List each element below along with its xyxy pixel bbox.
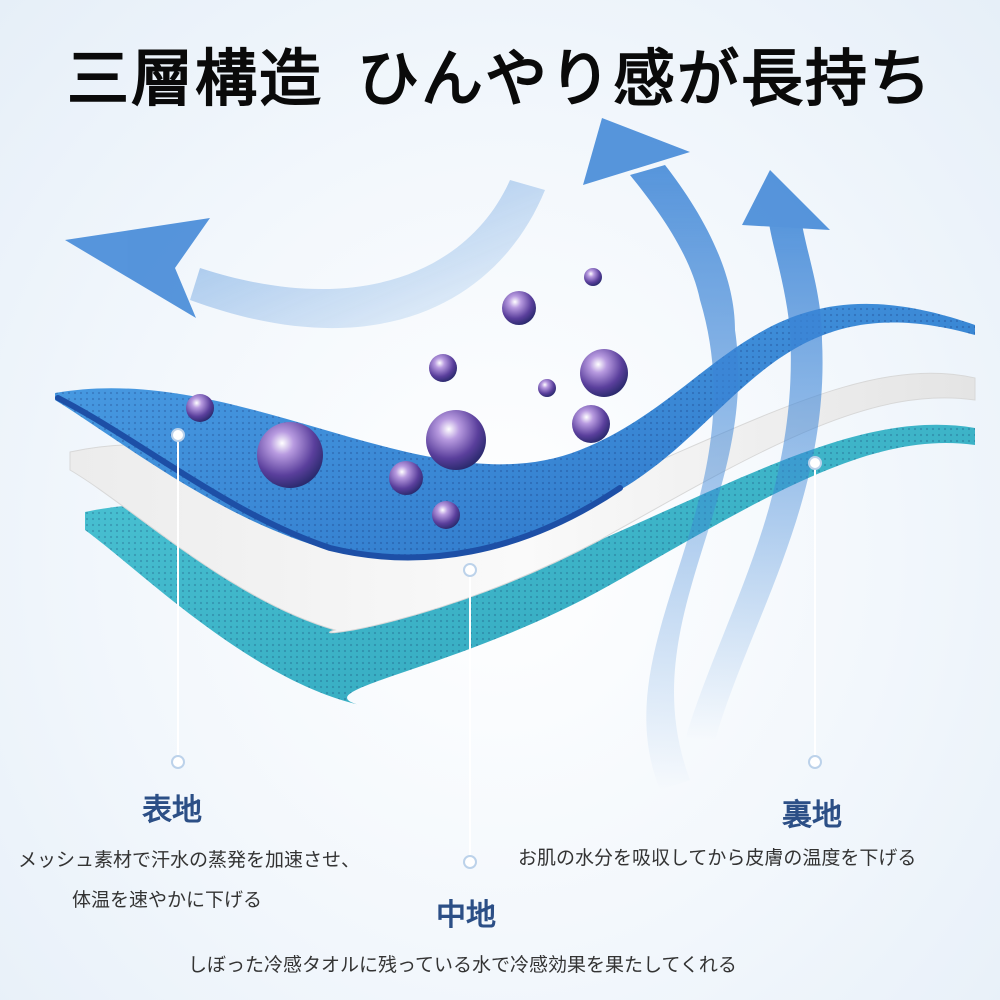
inner-layer-title: 裏地 bbox=[782, 798, 842, 833]
leader-dot-inner-bottom bbox=[808, 755, 822, 769]
middle-layer-desc: しぼった冷感タオルに残っている水で冷感効果を果たしてくれる bbox=[188, 954, 737, 976]
water-droplets bbox=[186, 268, 628, 529]
airflow-arrow-center bbox=[583, 118, 739, 790]
leader-dot-outer-top bbox=[171, 428, 185, 442]
outer-layer bbox=[55, 303, 975, 561]
outer-layer-desc-line2: 体温を速やかに下げる bbox=[72, 889, 263, 911]
droplet-4 bbox=[426, 410, 486, 470]
droplet-11 bbox=[572, 405, 610, 443]
droplet-6 bbox=[432, 501, 460, 529]
leader-dot-inner-top bbox=[808, 456, 822, 470]
inner-layer-desc: お肌の水分を吸収してから皮膚の温度を下げる bbox=[518, 847, 917, 869]
droplet-3 bbox=[429, 354, 457, 382]
droplet-5 bbox=[389, 461, 423, 495]
airflow-arrow-left bbox=[65, 180, 545, 329]
middle-layer-title: 中地 bbox=[436, 898, 496, 933]
outer-layer-title: 表地 bbox=[142, 793, 202, 828]
airflow-arrow-right bbox=[685, 170, 830, 740]
droplet-10 bbox=[538, 379, 556, 397]
droplet-8 bbox=[584, 268, 602, 286]
droplet-2 bbox=[257, 422, 323, 488]
leader-dot-middle-bottom bbox=[463, 855, 477, 869]
leader-dot-outer-bottom bbox=[171, 755, 185, 769]
droplet-1 bbox=[186, 394, 214, 422]
droplet-9 bbox=[580, 349, 628, 397]
headline: 三層構造ひんやり感が長持ち bbox=[0, 28, 1000, 118]
outer-layer-desc-line1: メッシュ素材で汗水の蒸発を加速させ、 bbox=[18, 849, 361, 871]
leader-dot-middle-top bbox=[463, 563, 477, 577]
leader-lines bbox=[171, 428, 822, 869]
droplet-7 bbox=[502, 291, 536, 325]
headline-part2: ひんやり感が長持ち bbox=[357, 42, 934, 115]
headline-part1: 三層構造 bbox=[66, 42, 323, 115]
